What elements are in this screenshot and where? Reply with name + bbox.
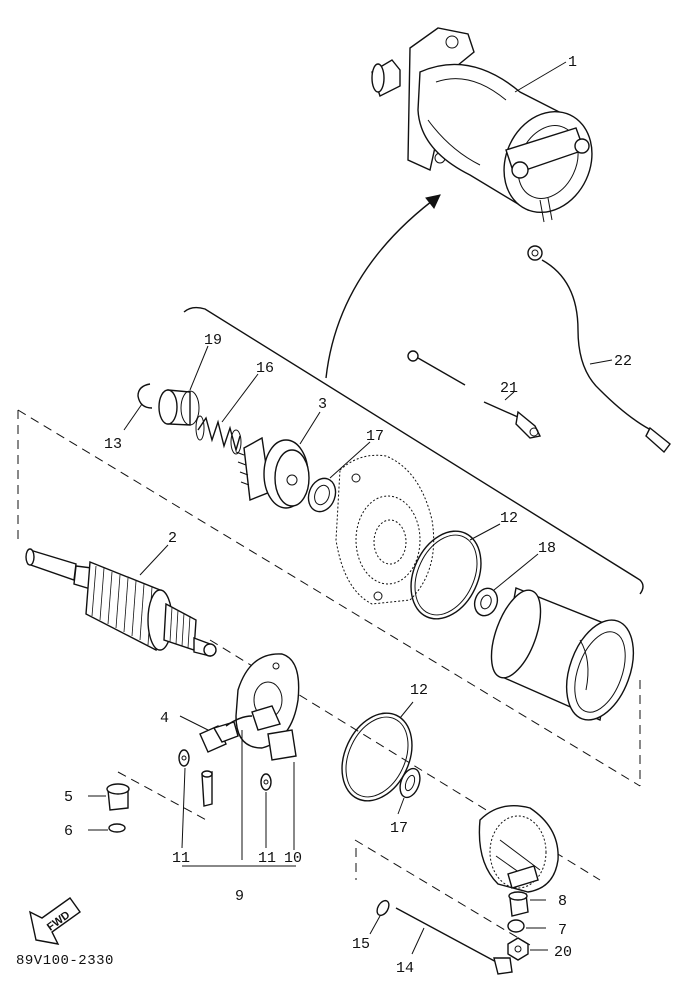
callout-17-upper: 17 (366, 428, 384, 445)
washer-7 (507, 919, 546, 933)
washer-15 (369, 899, 390, 935)
callout-20: 20 (554, 944, 572, 961)
callout-16: 16 (256, 360, 274, 377)
circlip-13 (123, 383, 153, 431)
through-bolt-14 (395, 907, 513, 975)
callout-2: 2 (168, 530, 177, 547)
washer-18 (473, 553, 539, 617)
callout-22: 22 (614, 353, 632, 370)
callout-10: 10 (284, 850, 302, 867)
callout-4: 4 (160, 710, 169, 727)
collar-19 (158, 345, 209, 426)
spring-16 (195, 373, 259, 455)
terminal-leads-21 (407, 350, 542, 439)
callout-14: 14 (396, 960, 414, 977)
callout-labels: 1 22 21 19 16 3 13 17 12 18 2 12 4 5 6 1… (64, 54, 632, 977)
front-cover (335, 454, 435, 605)
ground-lead-22 (527, 245, 671, 454)
callout-8: 8 (558, 893, 567, 910)
callout-7: 7 (558, 922, 567, 939)
yoke-housing (490, 587, 635, 722)
forward-arrow-icon: FWD (29, 897, 81, 945)
assembly-arrow (325, 194, 441, 379)
o-ring-12-upper (410, 523, 501, 620)
callout-11-left: 11 (172, 850, 190, 867)
o-ring-12-lower (341, 701, 414, 802)
callout-17-lower: 17 (390, 820, 408, 837)
callout-15: 15 (352, 936, 370, 953)
drawing-code: 89V100-2330 (16, 953, 114, 969)
callout-6: 6 (64, 823, 73, 840)
rear-cover (478, 805, 559, 893)
grommet-8 (508, 891, 546, 917)
screws-11 (178, 749, 296, 867)
callout-12-upper: 12 (500, 510, 518, 527)
callout-11-right: 11 (258, 850, 276, 867)
washer-17-upper (307, 441, 371, 513)
starter-motor-assembly (371, 27, 593, 223)
callout-13: 13 (104, 436, 122, 453)
brush-4 (179, 715, 253, 753)
callout-3: 3 (318, 396, 327, 413)
upper-group-bracket (183, 306, 644, 595)
washer-17-lower (397, 767, 421, 815)
callout-19: 19 (204, 332, 222, 349)
nut-20 (507, 937, 548, 961)
callout-1: 1 (568, 54, 577, 71)
armature-2 (25, 544, 217, 657)
callout-5: 5 (64, 789, 73, 806)
brush-holder-plate (235, 653, 300, 860)
callout-18: 18 (538, 540, 556, 557)
starter-clutch-3 (235, 411, 321, 509)
cap-5 (88, 783, 130, 811)
callout-9: 9 (235, 888, 244, 905)
callout-21: 21 (500, 380, 518, 397)
washer-6 (88, 823, 126, 833)
callout-12-lower: 12 (410, 682, 428, 699)
